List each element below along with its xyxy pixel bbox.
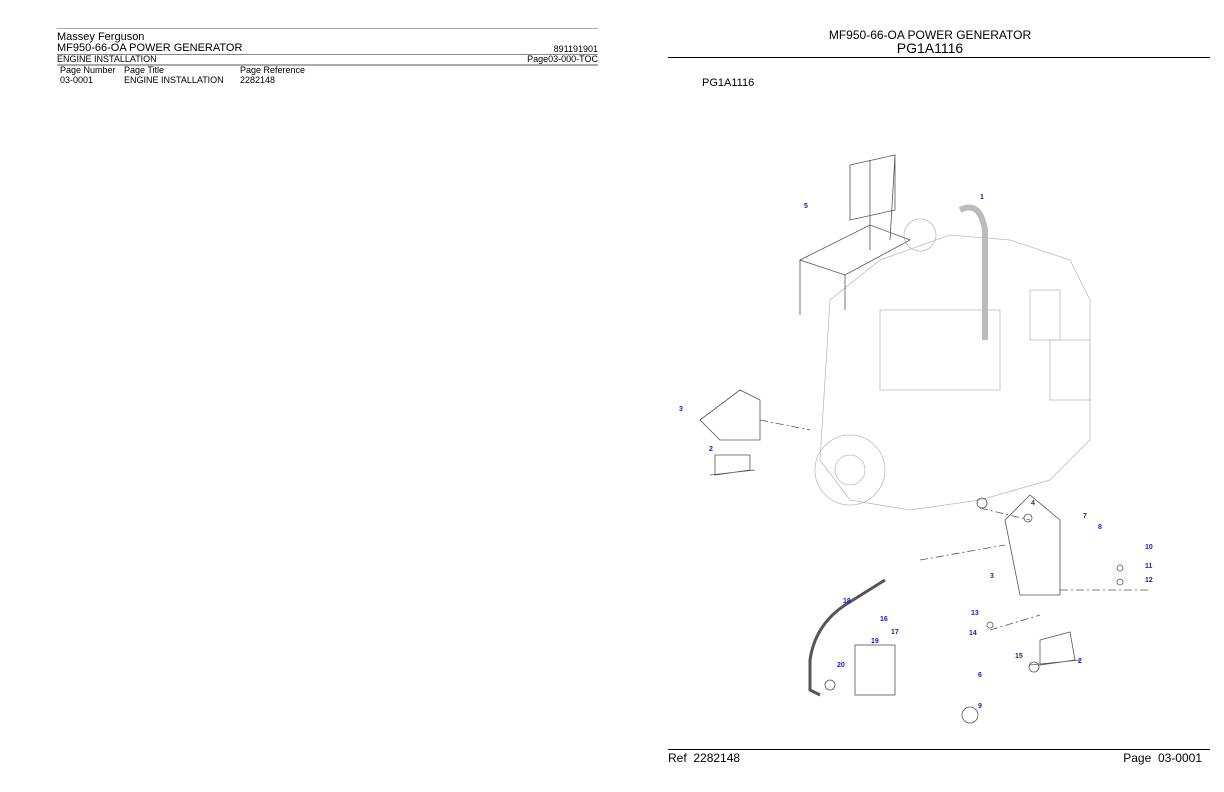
- callout-label: 15: [1015, 653, 1023, 660]
- callout-label: 18: [843, 598, 851, 605]
- callout-label: 9: [978, 703, 982, 710]
- ref-label: Ref: [668, 751, 687, 765]
- top-rule: [57, 28, 598, 29]
- callout-label: 2: [1078, 658, 1082, 665]
- rule: [57, 64, 598, 66]
- column-header: Page Reference: [240, 65, 306, 75]
- callout-label: 10: [1145, 544, 1153, 551]
- page-title: MF950-66-OA POWER GENERATOR: [828, 28, 1032, 42]
- callout-label: 1: [980, 194, 984, 201]
- ref-value: 2282148: [693, 751, 741, 765]
- table-cell[interactable]: 2282148: [240, 75, 276, 85]
- footer-ref: Ref 2282148: [668, 751, 740, 765]
- callout-label: 16: [880, 616, 888, 623]
- column-header: Page Title: [124, 65, 165, 75]
- callout-label: 17: [891, 629, 899, 636]
- callout-label: 3: [679, 406, 683, 413]
- header-rule: [668, 57, 1210, 58]
- callout-label: 13: [971, 610, 979, 617]
- table-cell[interactable]: ENGINE INSTALLATION: [124, 75, 224, 85]
- callout-label: 12: [1145, 577, 1153, 584]
- footer-page: Page 03-0001: [1123, 751, 1202, 765]
- callout-label: 2: [709, 446, 713, 453]
- page-subtitle: PG1A1116: [896, 40, 964, 56]
- callout-label: 8: [1098, 524, 1102, 531]
- section-title: ENGINE INSTALLATION: [57, 54, 157, 64]
- brand: Massey Ferguson: [57, 31, 145, 43]
- callout-label: 4: [1031, 500, 1035, 507]
- callout-label: 20: [837, 662, 845, 669]
- rule: [57, 54, 598, 55]
- callout-label: 7: [1083, 513, 1087, 520]
- model-title: MF950-66-OA POWER GENERATOR: [57, 42, 243, 54]
- column-header: Page Number: [60, 65, 116, 75]
- callout-label: 11: [1145, 563, 1153, 570]
- table-cell[interactable]: 03-0001: [60, 75, 94, 85]
- diagram-label: PG1A1116: [702, 77, 755, 89]
- model-number: 891191901: [553, 44, 598, 54]
- page-code: Page03-000-TOC: [527, 54, 598, 64]
- callout-label: 5: [804, 203, 808, 210]
- callout-label: 19: [871, 638, 879, 645]
- page-value: 03-0001: [1157, 751, 1202, 765]
- footer-rule: [668, 749, 1210, 750]
- page-label: Page: [1123, 751, 1152, 765]
- callout-label: 3: [990, 573, 994, 580]
- engine-exploded-diagram: [699, 154, 1150, 724]
- callout-label: 14: [969, 630, 977, 637]
- callout-label: 6: [978, 672, 982, 679]
